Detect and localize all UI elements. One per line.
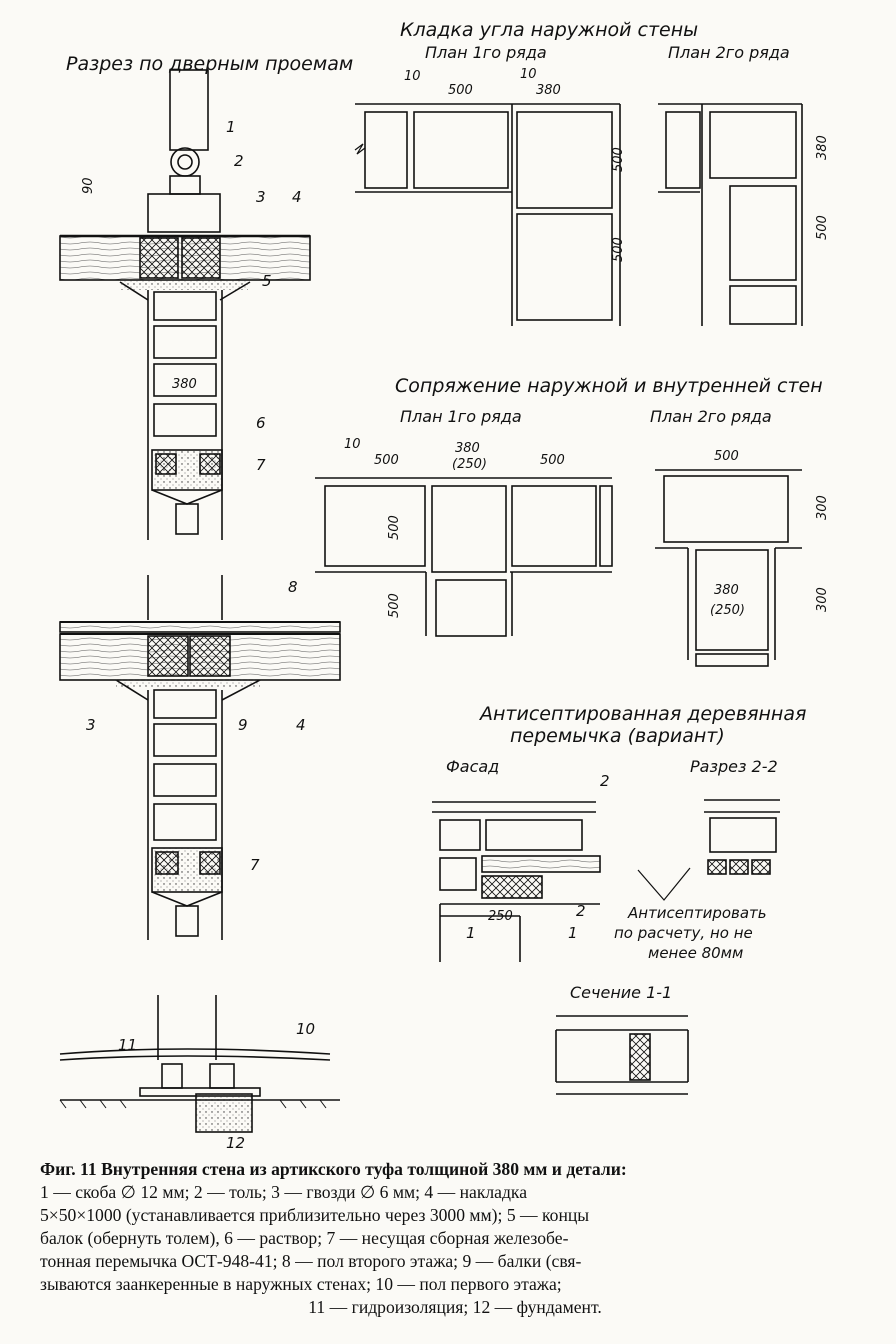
dim-500-j1v: 500: [387, 515, 402, 540]
caption-line-3: 5×50×1000 (устанавливается приблизительн…: [40, 1205, 590, 1225]
title-door-section: Разрез по дверным проемам: [66, 53, 353, 75]
callout-8: 8: [288, 578, 298, 596]
dim-500-corner-v2: 500: [611, 237, 626, 262]
dim-380-j1: 380: [455, 441, 480, 456]
section-mark-1-right: 1: [568, 924, 578, 942]
dim-250-lintel: 250: [488, 909, 513, 924]
junction-plan-row2: [655, 469, 802, 667]
callout-6: 6: [256, 414, 266, 432]
callout-11: 11: [118, 1036, 137, 1054]
dim-500-j1: 500: [374, 453, 399, 468]
dim-380-corner2: 380: [815, 135, 830, 160]
dim-500-corner2: 500: [815, 215, 830, 240]
dim-380-j2: 380: [714, 583, 739, 598]
caption-line-6: зываются заанкеренные в наружных стенах;…: [40, 1274, 562, 1294]
dim-500-j1b: 500: [540, 453, 565, 468]
figure-caption: Фиг. 11 Внутренняя стена из артикского т…: [40, 1158, 870, 1319]
corner-plan-row1: [354, 103, 621, 326]
callout-5: 5: [262, 272, 272, 290]
note-antiseptic-1: Антисептировать: [627, 904, 767, 922]
callout-7b: 7: [250, 856, 260, 874]
callout-4: 4: [292, 188, 302, 206]
dim-250-j2: (250): [710, 603, 745, 618]
callout-3b: 3: [86, 716, 96, 734]
dim-380-door: 380: [172, 377, 197, 392]
title-corner: Кладка угла наружной стены: [400, 19, 698, 41]
door-section-upper: [59, 69, 311, 540]
title-lintel-1: Антисептированная деревянная: [478, 703, 806, 725]
note-antiseptic-3: менее 80мм: [648, 944, 743, 962]
title-section11: Сечение 1-1: [570, 983, 672, 1002]
callout-12: 12: [226, 1134, 245, 1152]
dim-500-corner-v1: 500: [611, 147, 626, 172]
dim-300-j2: 300: [815, 495, 830, 520]
caption-line-4: балок (обернуть толем), 6 — раствор; 7 —…: [40, 1228, 569, 1248]
corner-plan-row2: [658, 103, 803, 326]
title-lintel-2: перемычка (вариант): [510, 725, 725, 747]
dim-300-j2b: 300: [815, 587, 830, 612]
title-junction: Сопряжение наружной и внутренней стен: [395, 375, 823, 397]
caption-line-5: тонная перемычка ОСТ-948-41; 8 — пол вто…: [40, 1251, 582, 1271]
dim-380-corner: 380: [536, 83, 561, 98]
dim-500-j2: 500: [714, 449, 739, 464]
section-mark-2-bottom: 2: [576, 902, 586, 920]
callout-4b: 4: [296, 716, 306, 734]
note-antiseptic-2: по расчету, но не: [614, 924, 753, 942]
callout-1: 1: [226, 118, 236, 136]
title-facade: Фасад: [446, 757, 499, 776]
title-corner-row1: План 1го ряда: [425, 43, 547, 62]
callout-3: 3: [256, 188, 266, 206]
dim-500-j1v2: 500: [387, 593, 402, 618]
junction-plan-row1: [315, 477, 613, 637]
callout-9: 9: [238, 716, 248, 734]
dim-250-j1: (250): [452, 457, 487, 472]
caption-line-1: Фиг. 11 Внутренняя стена из артикского т…: [40, 1159, 627, 1179]
dim-10-corner: 10: [404, 69, 421, 84]
title-junction-row1: План 1го ряда: [400, 407, 522, 426]
callout-7a: 7: [256, 456, 266, 474]
lintel-section11: [555, 1015, 689, 1095]
lintel-section22: [637, 799, 780, 901]
lintel-facade: [432, 801, 601, 962]
dim-10-corner-b: 10: [520, 67, 537, 82]
door-section-middle: [59, 575, 341, 940]
door-section-foundation: [59, 995, 340, 1133]
title-junction-row2: План 2го ряда: [650, 407, 772, 426]
title-section22: Разрез 2-2: [690, 757, 778, 776]
callout-2: 2: [234, 152, 244, 170]
section-mark-1-left: 1: [466, 924, 476, 942]
title-corner-row2: План 2го ряда: [668, 43, 790, 62]
dim-10-j1: 10: [344, 437, 361, 452]
dim-500-corner: 500: [448, 83, 473, 98]
caption-line-7: 11 — гидроизоляция; 12 — фундамент.: [308, 1297, 602, 1317]
caption-line-2: 1 — скоба ∅ 12 мм; 2 — толь; 3 — гвозди …: [40, 1182, 528, 1202]
dim-90: 90: [81, 177, 96, 194]
section-mark-2-top: 2: [600, 772, 610, 790]
callout-10: 10: [296, 1020, 315, 1038]
